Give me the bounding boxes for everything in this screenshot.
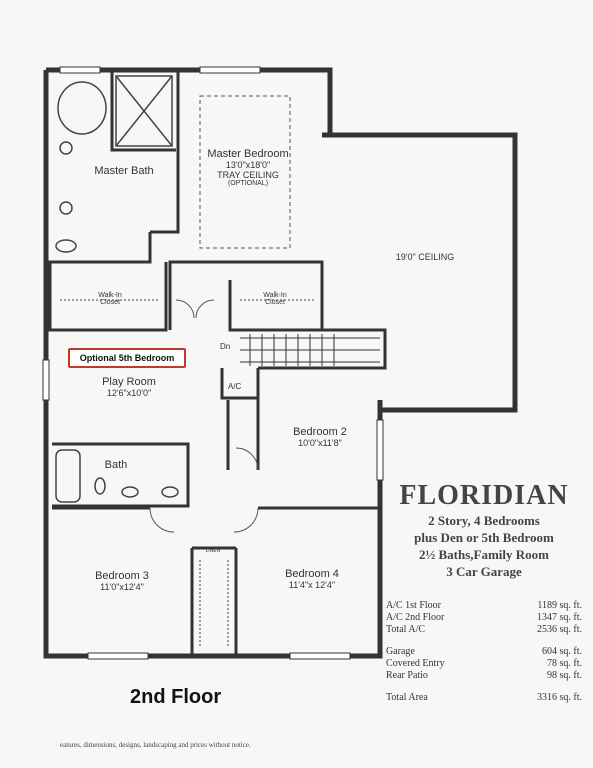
room-bedroom2: Bedroom 2 10'0"x11'8" — [270, 426, 370, 448]
room-label-bedroom2: Bedroom 2 — [293, 426, 347, 438]
room-master-bedroom: Master Bedroom 13'0"x18'0" TRAY CEILING … — [184, 148, 312, 187]
area-value: 1189 sq. ft. — [537, 600, 582, 611]
tub-icon — [57, 81, 107, 135]
closet-label-2: Closet — [100, 299, 120, 306]
sink-icon — [59, 141, 73, 155]
stairs-down-label: Dn — [220, 342, 231, 351]
sink-icon-2 — [59, 201, 73, 215]
walkin-closet-right: Walk-In Closet — [250, 292, 300, 306]
plan-title: FLORIDIAN — [399, 480, 569, 511]
bath-tub-icon — [55, 449, 81, 503]
optional-5th-bedroom-badge: Optional 5th Bedroom — [68, 348, 186, 368]
area-value: 3316 sq. ft. — [537, 692, 582, 703]
room-label-play-room: Play Room — [102, 376, 156, 388]
door-bedroom3 — [149, 507, 175, 533]
tray-ceiling-outline — [199, 95, 291, 249]
plan-feature-3: 2½ Baths,Family Room — [419, 547, 549, 562]
room-dims-bedroom3: 11'0"x12'4" — [100, 582, 144, 592]
area-row: Rear Patio 98 sq. ft. — [386, 670, 582, 682]
sink-icon-4 — [161, 486, 179, 498]
master-south-wall — [168, 260, 324, 330]
room-bedroom4: Bedroom 4 11'4"x 12'4" — [262, 568, 362, 590]
tray-ceiling-note: TRAY CEILING — [217, 170, 279, 180]
area-row: Covered Entry 78 sq. ft. — [386, 658, 582, 670]
bath-walls — [52, 442, 190, 508]
area-label: Total A/C — [386, 624, 426, 635]
closet-label-1: Walk-In — [98, 292, 122, 299]
toilet-icon-2 — [94, 477, 106, 495]
shower-icon — [115, 75, 173, 147]
door-master — [175, 299, 195, 319]
window-east-1 — [376, 419, 384, 481]
area-label: A/C 1st Floor — [386, 600, 442, 611]
walkin-closet-left: Walk-In Closet — [80, 292, 140, 306]
area-value: 604 sq. ft. — [542, 646, 582, 657]
area-value: 2536 sq. ft. — [537, 624, 582, 635]
room-dims-bedroom4: 11'4"x 12'4" — [288, 580, 336, 590]
room-label-bedroom3: Bedroom 3 — [95, 570, 149, 582]
room-label-master-bath: Master Bath — [94, 165, 154, 177]
master-bath-south-wall — [46, 232, 152, 264]
window-south-1 — [87, 652, 149, 660]
area-value: 1347 sq. ft. — [537, 612, 582, 623]
window-north-1 — [59, 66, 101, 74]
room-dims-master-bedroom: 13'0"x18'0" — [225, 160, 271, 170]
room-play-room: Play Room 12'6"x10'0" — [84, 376, 174, 398]
area-label: Garage — [386, 646, 415, 657]
master-bath-east-wall — [150, 70, 180, 234]
optional-note: (OPTIONAL) — [227, 180, 269, 187]
area-label: A/C 2nd Floor — [386, 612, 445, 623]
exterior-wall-garage — [322, 132, 518, 413]
room-label-bedroom4: Bedroom 4 — [285, 568, 339, 580]
area-row: Total Area 3316 sq. ft. — [386, 692, 582, 704]
exterior-wall-north — [46, 67, 333, 135]
area-label: Rear Patio — [386, 670, 428, 681]
room-dims-play-room: 12'6"x10'0" — [106, 388, 152, 398]
ac-closet — [220, 368, 260, 400]
floor-label: 2nd Floor — [130, 686, 222, 708]
room-label-master-bedroom: Master Bedroom — [207, 148, 289, 160]
closet-label-3: Walk-In — [263, 292, 287, 299]
window-west-1 — [42, 359, 50, 401]
area-value: 78 sq. ft. — [547, 658, 582, 669]
door-bedroom2 — [235, 447, 259, 471]
area-row: A/C 1st Floor 1189 sq. ft. — [386, 600, 582, 612]
room-bedroom3: Bedroom 3 11'0"x12'4" — [72, 570, 172, 592]
area-row: Total A/C 2536 sq. ft. — [386, 624, 582, 636]
closet-label-4: Closet — [265, 299, 285, 306]
toilet-icon — [55, 239, 77, 253]
area-value: 98 sq. ft. — [547, 670, 582, 681]
door-master-2 — [195, 299, 215, 319]
shower-wall — [110, 72, 176, 152]
linen-label: LINEN — [205, 548, 221, 554]
area-label: Covered Entry — [386, 658, 445, 669]
door-bedroom4 — [233, 507, 259, 533]
area-row: A/C 2nd Floor 1347 sq. ft. — [386, 612, 582, 624]
disclaimer: eatures, dimensions, designs, landscapin… — [60, 741, 251, 749]
sink-icon-3 — [121, 486, 139, 498]
plan-feature-2: plus Den or 5th Bedroom — [414, 530, 554, 545]
window-south-2 — [289, 652, 351, 660]
closet-left — [48, 262, 168, 332]
window-north-2 — [199, 66, 261, 74]
plan-brand-block: FLORIDIAN 2 Story, 4 Bedrooms plus Den o… — [378, 480, 590, 580]
area-label: Total Area — [386, 692, 428, 703]
plan-feature-4: 3 Car Garage — [446, 564, 522, 579]
area-row: Garage 604 sq. ft. — [386, 646, 582, 658]
area-table: A/C 1st Floor 1189 sq. ft. A/C 2nd Floor 1… — [386, 600, 582, 704]
ac-label: A/C — [228, 382, 242, 391]
ceiling-label: 19'0" CEILING — [395, 252, 455, 262]
room-dims-bedroom2: 10'0"x11'8" — [298, 438, 342, 448]
room-label-bath: Bath — [104, 459, 128, 471]
plan-feature-1: 2 Story, 4 Bedrooms — [428, 513, 540, 528]
